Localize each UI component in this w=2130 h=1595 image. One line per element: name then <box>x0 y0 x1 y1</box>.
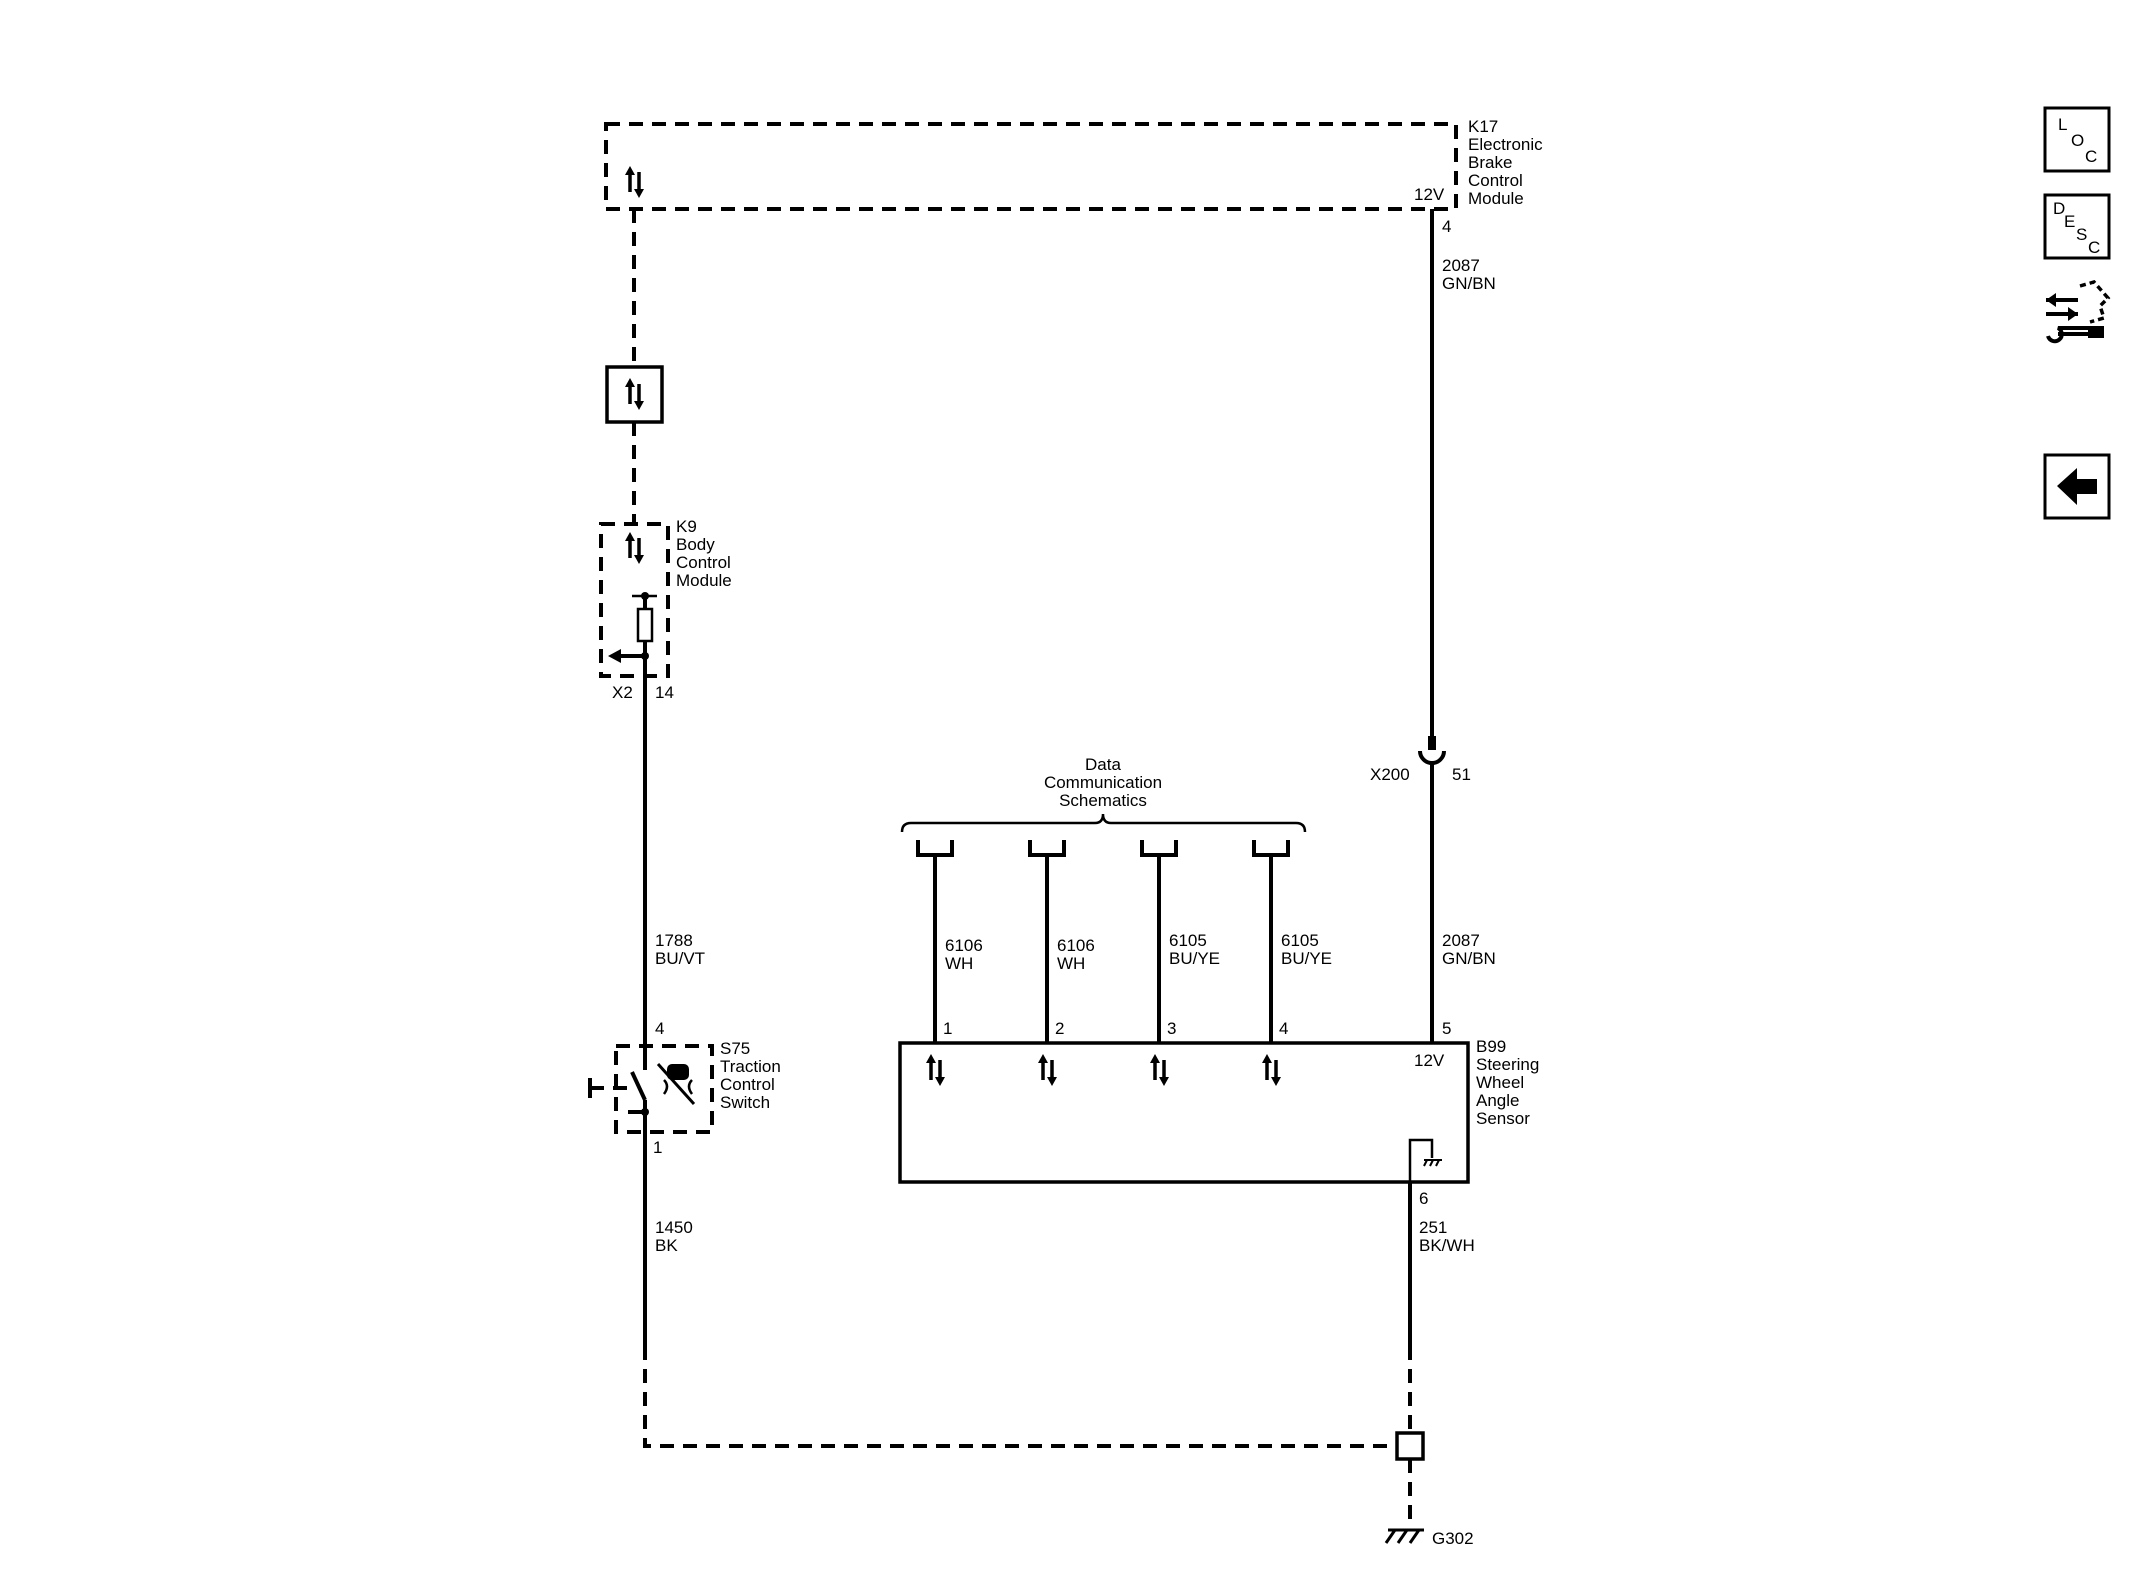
k9-module: K9 Body Control Module X2 14 <box>599 517 732 702</box>
k9-pin: 14 <box>655 683 674 702</box>
connector-repair-icon[interactable] <box>2046 280 2111 344</box>
ground-name: G302 <box>1432 1529 1474 1548</box>
wire-2087-upper-circuit: 2087 <box>1442 256 1480 275</box>
data-comm-line-3: Schematics <box>1059 791 1147 810</box>
b99-ground-pin: 6 <box>1419 1189 1428 1208</box>
loc-letter-c: C <box>2085 147 2097 166</box>
k17-module: K17 Electronic Brake Control Module 12V … <box>604 117 1543 236</box>
s75-pin-top: 4 <box>655 1019 664 1038</box>
wire-2087-upper-color: GN/BN <box>1442 274 1496 293</box>
data-line-1: 6106 WH 1 <box>916 840 983 1043</box>
ground-link-dashed <box>643 1346 1396 1448</box>
data-line-4-circuit: 6105 <box>1281 931 1319 950</box>
wire-2087-lower-circuit: 2087 <box>1442 931 1480 950</box>
g302-ground-icon <box>1384 1528 1424 1544</box>
k9-connector: X2 <box>612 683 633 702</box>
b99-voltage: 12V <box>1414 1051 1445 1070</box>
s75-name-3: Switch <box>720 1093 770 1112</box>
data-line-2-color: WH <box>1057 954 1085 973</box>
desc-letter-c: C <box>2088 238 2100 257</box>
b99-internal-ground-icon <box>1408 1138 1442 1182</box>
k9-ref: K9 <box>676 517 697 536</box>
k17-ref: K17 <box>1468 117 1498 136</box>
data-comm-line-1: Data <box>1085 755 1121 774</box>
k9-name-3: Module <box>676 571 732 590</box>
data-line-4-color: BU/YE <box>1281 949 1332 968</box>
k17-data-icon <box>623 164 646 200</box>
s75-name-2: Control <box>720 1075 775 1094</box>
s75-name-1: Traction <box>720 1057 781 1076</box>
data-line-1-circuit: 6106 <box>945 936 983 955</box>
s75-ref: S75 <box>720 1039 750 1058</box>
serial-data-symbol <box>605 365 664 424</box>
wire-1450-color: BK <box>655 1236 678 1255</box>
loc-letter-o: O <box>2071 131 2084 150</box>
b99-name-3: Angle <box>1476 1091 1519 1110</box>
back-arrow-icon[interactable] <box>2043 453 2111 520</box>
k17-name-4: Module <box>1468 189 1524 208</box>
loc-letter-l: L <box>2058 115 2067 134</box>
k9-name-2: Control <box>676 553 731 572</box>
b99-name-4: Sensor <box>1476 1109 1530 1128</box>
description-button[interactable]: D E S C <box>2043 193 2111 260</box>
wire-251-color: BK/WH <box>1419 1236 1475 1255</box>
b99-name-2: Wheel <box>1476 1073 1524 1092</box>
x200-name: X200 <box>1370 765 1410 784</box>
b99-pin-4: 4 <box>1279 1019 1288 1038</box>
b99-pin-3: 3 <box>1167 1019 1176 1038</box>
b99-pin-1: 1 <box>943 1019 952 1038</box>
data-line-3-color: BU/YE <box>1169 949 1220 968</box>
traction-control-off-icon <box>656 1062 696 1106</box>
s75-switch: S75 Traction Control Switch 1 <box>588 1039 781 1157</box>
data-line-4: 6105 BU/YE 4 <box>1252 840 1332 1043</box>
ground-splice <box>1395 1431 1425 1461</box>
k17-name-2: Brake <box>1468 153 1512 172</box>
data-comm-brace <box>900 813 1307 833</box>
k17-voltage: 12V <box>1414 185 1445 204</box>
wire-251-circuit: 251 <box>1419 1218 1447 1237</box>
k9-data-icon <box>623 530 646 566</box>
data-line-3-circuit: 6105 <box>1169 931 1207 950</box>
data-line-1-color: WH <box>945 954 973 973</box>
wire-2087-lower-color: GN/BN <box>1442 949 1496 968</box>
b99-pin-2: 2 <box>1055 1019 1064 1038</box>
k9-name-1: Body <box>676 535 715 554</box>
data-line-3: 6105 BU/YE 3 <box>1140 840 1220 1043</box>
x200-pin: 51 <box>1452 765 1471 784</box>
k17-name-1: Electronic <box>1468 135 1543 154</box>
k17-name-3: Control <box>1468 171 1523 190</box>
wire-1788-circuit: 1788 <box>655 931 693 950</box>
data-comm-line-2: Communication <box>1044 773 1162 792</box>
b99-pin-5: 5 <box>1442 1019 1451 1038</box>
desc-letter-d: D <box>2053 199 2065 218</box>
desc-letter-e: E <box>2064 212 2075 231</box>
s75-pin-bottom: 1 <box>653 1138 662 1157</box>
location-button[interactable]: L O C <box>2043 106 2111 173</box>
b99-ref: B99 <box>1476 1037 1506 1056</box>
desc-letter-s: S <box>2076 225 2087 244</box>
b99-module: 12V B99 Steering Wheel Angle Sensor 6 <box>898 1037 1539 1208</box>
data-line-2-circuit: 6106 <box>1057 936 1095 955</box>
data-comm-reference: Data Communication Schematics <box>900 755 1307 833</box>
data-line-2: 6106 WH 2 <box>1028 840 1095 1043</box>
b99-name-1: Steering <box>1476 1055 1539 1074</box>
x200-connector: X200 51 <box>1370 736 1471 784</box>
wire-1450-circuit: 1450 <box>655 1218 693 1237</box>
k17-pin: 4 <box>1442 217 1451 236</box>
wire-1788-color: BU/VT <box>655 949 705 968</box>
